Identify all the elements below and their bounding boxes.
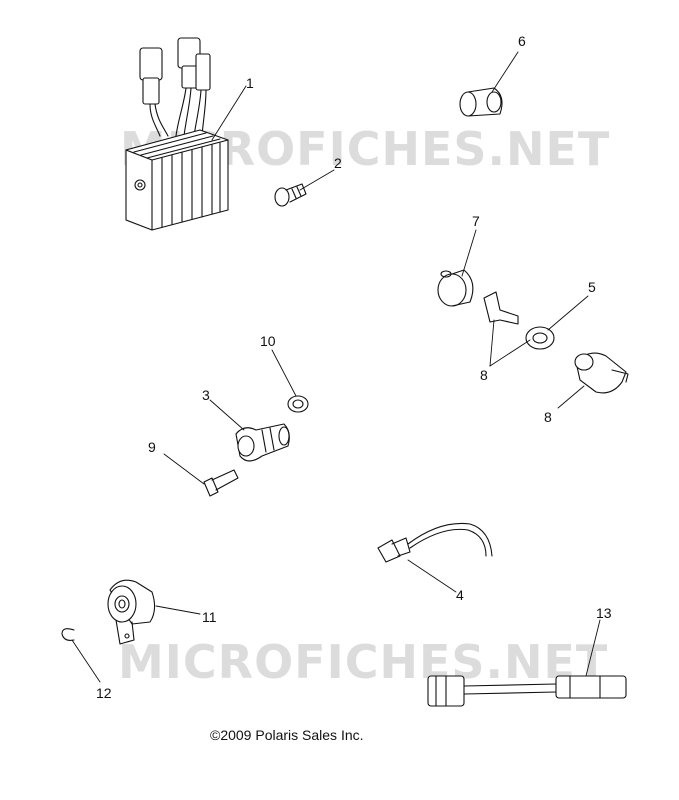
switch-part-8	[574, 352, 629, 394]
watermark-bottom: MICROFICHES.NET	[118, 635, 609, 689]
callout-11: 11	[202, 609, 217, 625]
callout-3: 3	[202, 387, 210, 403]
nut-part-5	[525, 326, 555, 350]
callout-2: 2	[334, 155, 342, 171]
sender-part-4	[377, 522, 493, 563]
callout-1: 1	[246, 75, 254, 91]
leader-lines	[71, 51, 601, 683]
copyright-notice: ©2009 Polaris Sales Inc.	[210, 727, 364, 743]
regulator-rectifier-part	[125, 37, 229, 231]
callout-8b: 8	[544, 409, 552, 425]
harness-part-13	[427, 675, 627, 707]
callout-4: 4	[456, 587, 464, 603]
washer-part-10	[287, 395, 309, 413]
callout-10: 10	[260, 333, 276, 349]
callout-5: 5	[588, 279, 596, 295]
screw-part-2	[274, 183, 307, 207]
knock-sensor-part-11	[107, 579, 156, 645]
callout-9: 9	[148, 439, 156, 455]
sensor-part-3	[235, 423, 290, 462]
cap-part-6	[459, 87, 503, 117]
callout-7: 7	[472, 213, 480, 229]
callout-13: 13	[596, 605, 612, 621]
clip-part-12	[61, 628, 75, 641]
callout-6: 6	[518, 33, 526, 49]
cap-part-7	[437, 269, 474, 307]
callout-12: 12	[96, 685, 112, 701]
bolt-part-9	[203, 469, 239, 497]
bracket-part-8	[483, 291, 519, 325]
callout-8a: 8	[480, 367, 488, 383]
